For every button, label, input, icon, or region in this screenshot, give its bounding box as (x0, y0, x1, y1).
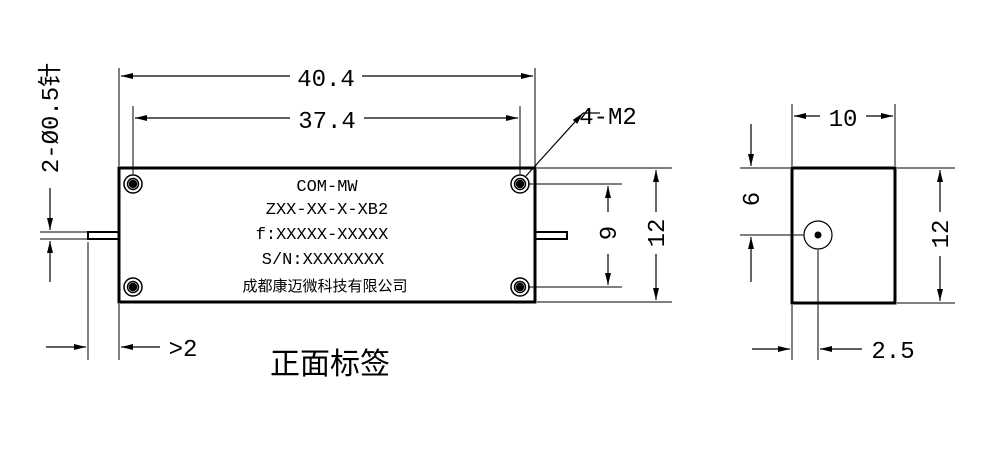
connector-pin (814, 231, 822, 239)
dim-pin-offset: 2.5 (871, 339, 914, 366)
mount-hole-bottom-right (510, 277, 530, 297)
dim-overall-width: 40.4 (297, 67, 355, 94)
label-model-family: COM-MW (296, 178, 358, 197)
label-serial-number: S/N:XXXXXXXX (262, 251, 384, 270)
mount-hole-top-left (123, 174, 143, 194)
dim-side-width: 10 (829, 107, 858, 134)
dim-pin-length: >2 (169, 337, 198, 364)
label-frequency: f:XXXXX-XXXXX (256, 226, 389, 245)
dim-height-front: 12 (645, 219, 672, 248)
side-view (740, 104, 955, 360)
dim-pin-height: 6 (740, 192, 767, 206)
left-pin (87, 231, 120, 240)
front-view (40, 68, 672, 360)
mount-hole-bottom-left (123, 277, 143, 297)
front-label-caption: 正面标签 (270, 347, 390, 382)
screw-leader (525, 112, 584, 177)
pin-callout: 2-Ø0.5针 (37, 63, 66, 173)
right-pin (534, 231, 568, 240)
screw-callout: 4-M2 (579, 105, 637, 132)
mount-hole-top-right (510, 174, 530, 194)
module-body-side (790, 166, 897, 305)
dim-hole-spacing: 37.4 (298, 109, 356, 136)
dim-side-height: 12 (929, 220, 956, 249)
dim-hole-vertical: 9 (597, 226, 624, 240)
label-company: 成都康迈微科技有限公司 (242, 277, 407, 295)
label-part-number: ZXX-XX-X-XB2 (266, 201, 388, 220)
